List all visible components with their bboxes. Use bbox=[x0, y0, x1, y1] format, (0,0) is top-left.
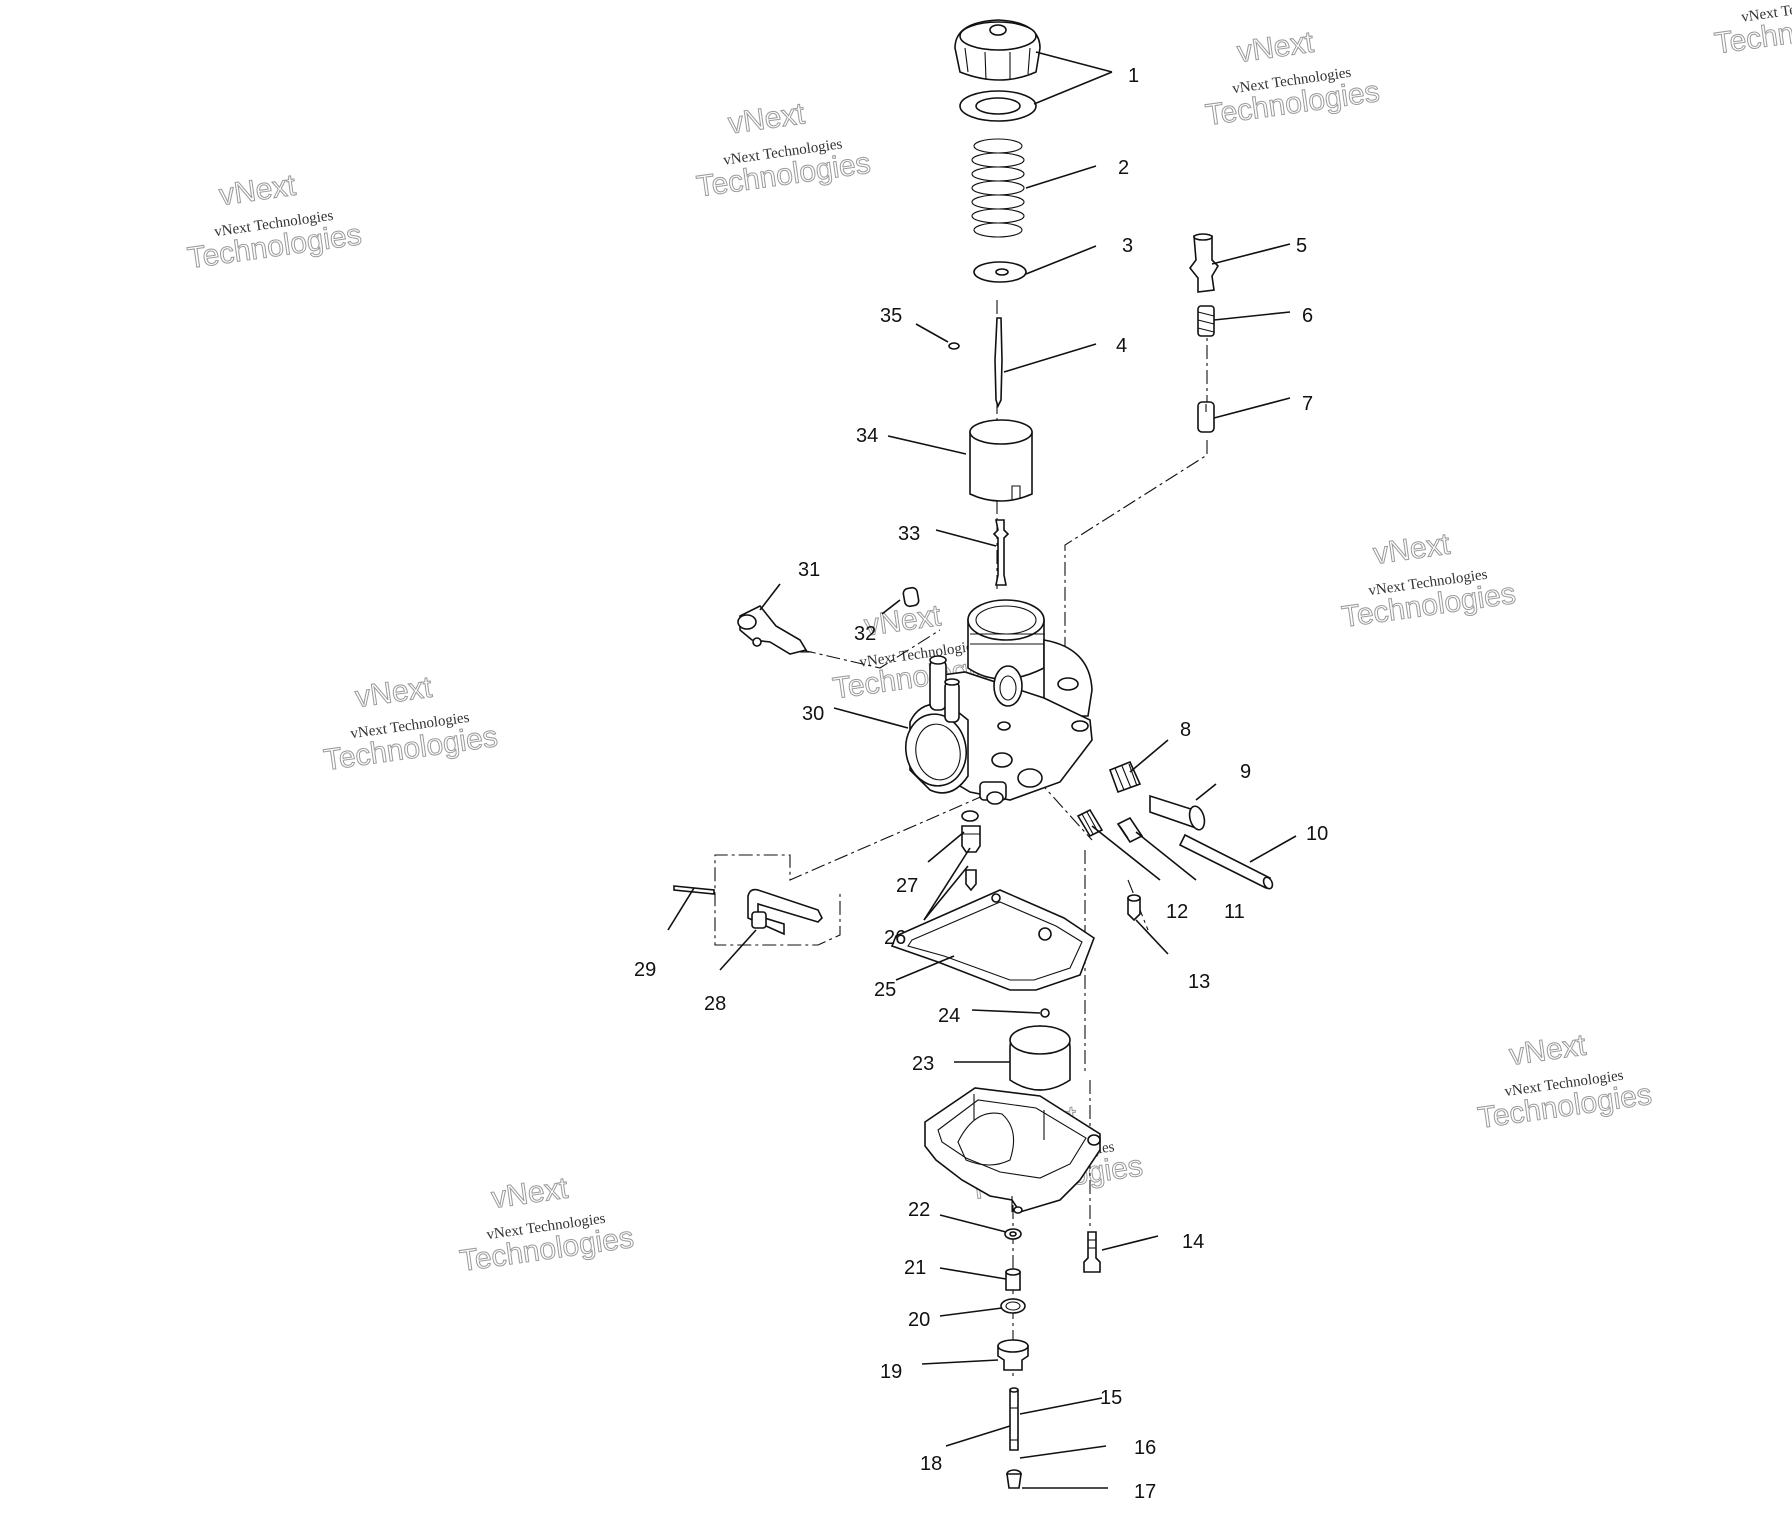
leader-lines bbox=[667, 51, 1297, 1489]
callout-22: 22 bbox=[908, 1199, 930, 1221]
part-6-spring bbox=[1197, 305, 1215, 337]
watermark: vNext vNext Technologies Technologies bbox=[185, 168, 364, 275]
float-bowl bbox=[924, 1087, 1101, 1214]
callout-4: 4 bbox=[1116, 335, 1127, 357]
callout-13: 13 bbox=[1188, 971, 1210, 993]
part-24-ball bbox=[1040, 1008, 1050, 1018]
part-21-main-jet bbox=[1005, 1268, 1021, 1291]
part-2-spring bbox=[971, 138, 1025, 238]
callout-34: 34 bbox=[856, 425, 878, 447]
callout-2: 2 bbox=[1118, 157, 1129, 179]
callout-30: 30 bbox=[802, 703, 824, 725]
svg-text:vNext: vNext bbox=[489, 1172, 570, 1215]
svg-text:vNext: vNext bbox=[1371, 528, 1452, 571]
part-33-needle-jet bbox=[992, 519, 1010, 586]
callout-27: 27 bbox=[896, 875, 918, 897]
svg-text:vNext: vNext bbox=[353, 671, 434, 714]
part-5-fitting bbox=[1188, 233, 1220, 293]
callout-14: 14 bbox=[1182, 1231, 1204, 1253]
part-1-cap bbox=[954, 19, 1041, 122]
callout-21: 21 bbox=[904, 1257, 926, 1279]
watermark: vNext vNext Technologies Technologies bbox=[321, 670, 500, 777]
callout-20: 20 bbox=[908, 1309, 930, 1331]
callout-32: 32 bbox=[854, 623, 876, 645]
callout-11: 11 bbox=[1224, 901, 1245, 923]
callout-35: 35 bbox=[880, 305, 902, 327]
part-32-plug bbox=[902, 586, 920, 608]
watermark: vNext vNext Technologies Technologies bbox=[1712, 0, 1792, 61]
callout-1: 1 bbox=[1128, 65, 1139, 87]
callout-8: 8 bbox=[1180, 719, 1191, 741]
watermark: vNext vNext Technologies Technologies bbox=[1203, 25, 1382, 132]
part-34-slide bbox=[969, 419, 1033, 502]
part-31-choke bbox=[737, 604, 812, 655]
part-28-bracket bbox=[747, 888, 823, 936]
callout-25: 25 bbox=[874, 979, 896, 1001]
callout-labels: 1 2 3 4 5 6 7 8 9 10 11 12 13 14 15 16 1… bbox=[634, 65, 1328, 1503]
watermark: vNext vNext Technologies Technologies bbox=[694, 97, 873, 204]
part-4-needle bbox=[994, 317, 1003, 409]
callout-28: 28 bbox=[704, 993, 726, 1015]
svg-text:vNext: vNext bbox=[1507, 1029, 1588, 1072]
watermark: vNext vNext Technologies Technologies bbox=[1339, 527, 1518, 634]
svg-text:vNext: vNext bbox=[217, 169, 298, 212]
callout-18: 18 bbox=[920, 1453, 942, 1475]
part-35-clip bbox=[948, 342, 960, 350]
callout-19: 19 bbox=[880, 1361, 902, 1383]
part-13-jet bbox=[1127, 894, 1141, 922]
part-7-plunger bbox=[1197, 401, 1215, 433]
callout-15: 15 bbox=[1100, 1387, 1122, 1409]
part-30-carb-body bbox=[905, 599, 1093, 805]
part-14-bolt bbox=[1083, 1231, 1101, 1273]
callout-3: 3 bbox=[1122, 235, 1133, 257]
callout-12: 12 bbox=[1166, 901, 1188, 923]
callout-24: 24 bbox=[938, 1005, 960, 1027]
svg-text:vNext: vNext bbox=[726, 97, 807, 140]
part-20-oring bbox=[1000, 1298, 1026, 1314]
callout-29: 29 bbox=[634, 959, 656, 981]
part-26-float-needle bbox=[965, 869, 977, 892]
callout-26: 26 bbox=[884, 927, 906, 949]
svg-text:vNext: vNext bbox=[1235, 26, 1316, 69]
part-9-idle-screw bbox=[1149, 794, 1206, 831]
watermark: vNext vNext Technologies Technologies bbox=[1475, 1028, 1654, 1135]
part-17-cap bbox=[1006, 1469, 1022, 1489]
part-11-air-screw bbox=[1116, 816, 1144, 844]
part-10-rod bbox=[1178, 833, 1274, 890]
part-29-pin bbox=[673, 885, 715, 895]
part-22-washer bbox=[1004, 1228, 1022, 1240]
callout-31: 31 bbox=[798, 559, 820, 581]
callout-5: 5 bbox=[1296, 235, 1307, 257]
callout-23: 23 bbox=[912, 1053, 934, 1075]
callout-33: 33 bbox=[898, 523, 920, 545]
callout-17: 17 bbox=[1134, 1481, 1156, 1503]
part-18-tube bbox=[1009, 1387, 1019, 1451]
part-25-gasket bbox=[890, 889, 1095, 991]
callout-10: 10 bbox=[1306, 823, 1328, 845]
callout-6: 6 bbox=[1302, 305, 1313, 327]
callout-9: 9 bbox=[1240, 761, 1251, 783]
callout-16: 16 bbox=[1134, 1437, 1156, 1459]
callout-7: 7 bbox=[1302, 393, 1313, 415]
part-27-valve-seat bbox=[961, 810, 981, 853]
watermark: vNext vNext Technologies Technologies bbox=[457, 1171, 636, 1278]
part-3-retainer bbox=[973, 261, 1027, 283]
part-19-drain-plug bbox=[997, 1339, 1029, 1371]
part-23-float bbox=[1009, 1025, 1071, 1091]
